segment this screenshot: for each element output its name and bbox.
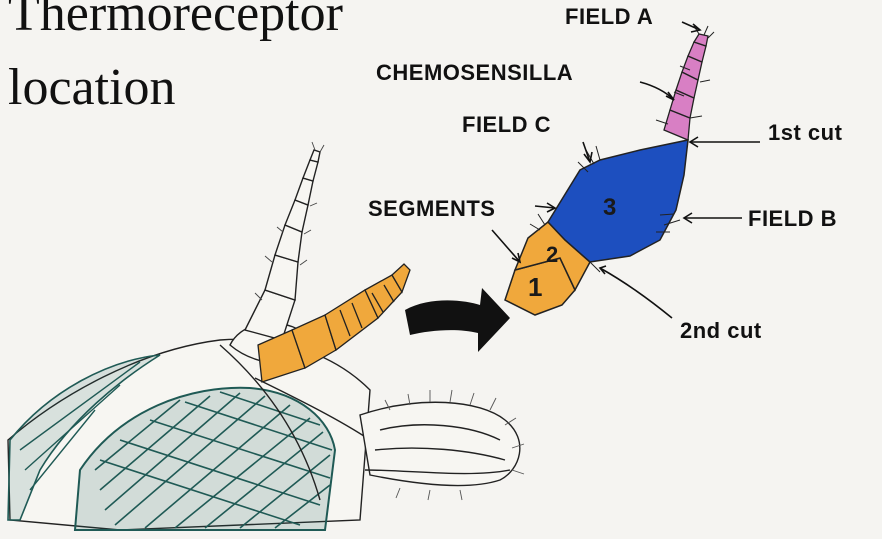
segment-number-1: 1 bbox=[528, 272, 542, 303]
transition-arrow bbox=[405, 288, 510, 352]
page-title-line1: Thermoreceptor bbox=[8, 0, 343, 40]
label-chemosensilla: CHEMOSENSILLA bbox=[376, 60, 573, 86]
label-field-a: FIELD A bbox=[565, 4, 653, 30]
flagellum-pink bbox=[664, 34, 708, 140]
segment-3 bbox=[548, 140, 688, 262]
insect-antenna-stalk bbox=[245, 150, 320, 340]
label-field-c: FIELD C bbox=[462, 112, 551, 138]
segment-number-2: 2 bbox=[546, 242, 558, 268]
page-title-line2: location bbox=[8, 62, 176, 114]
label-segments: SEGMENTS bbox=[368, 196, 495, 222]
label-second-cut: 2nd cut bbox=[680, 318, 762, 344]
segment-number-3: 3 bbox=[603, 194, 616, 222]
label-first-cut: 1st cut bbox=[768, 120, 842, 146]
label-field-b: FIELD B bbox=[748, 206, 837, 232]
